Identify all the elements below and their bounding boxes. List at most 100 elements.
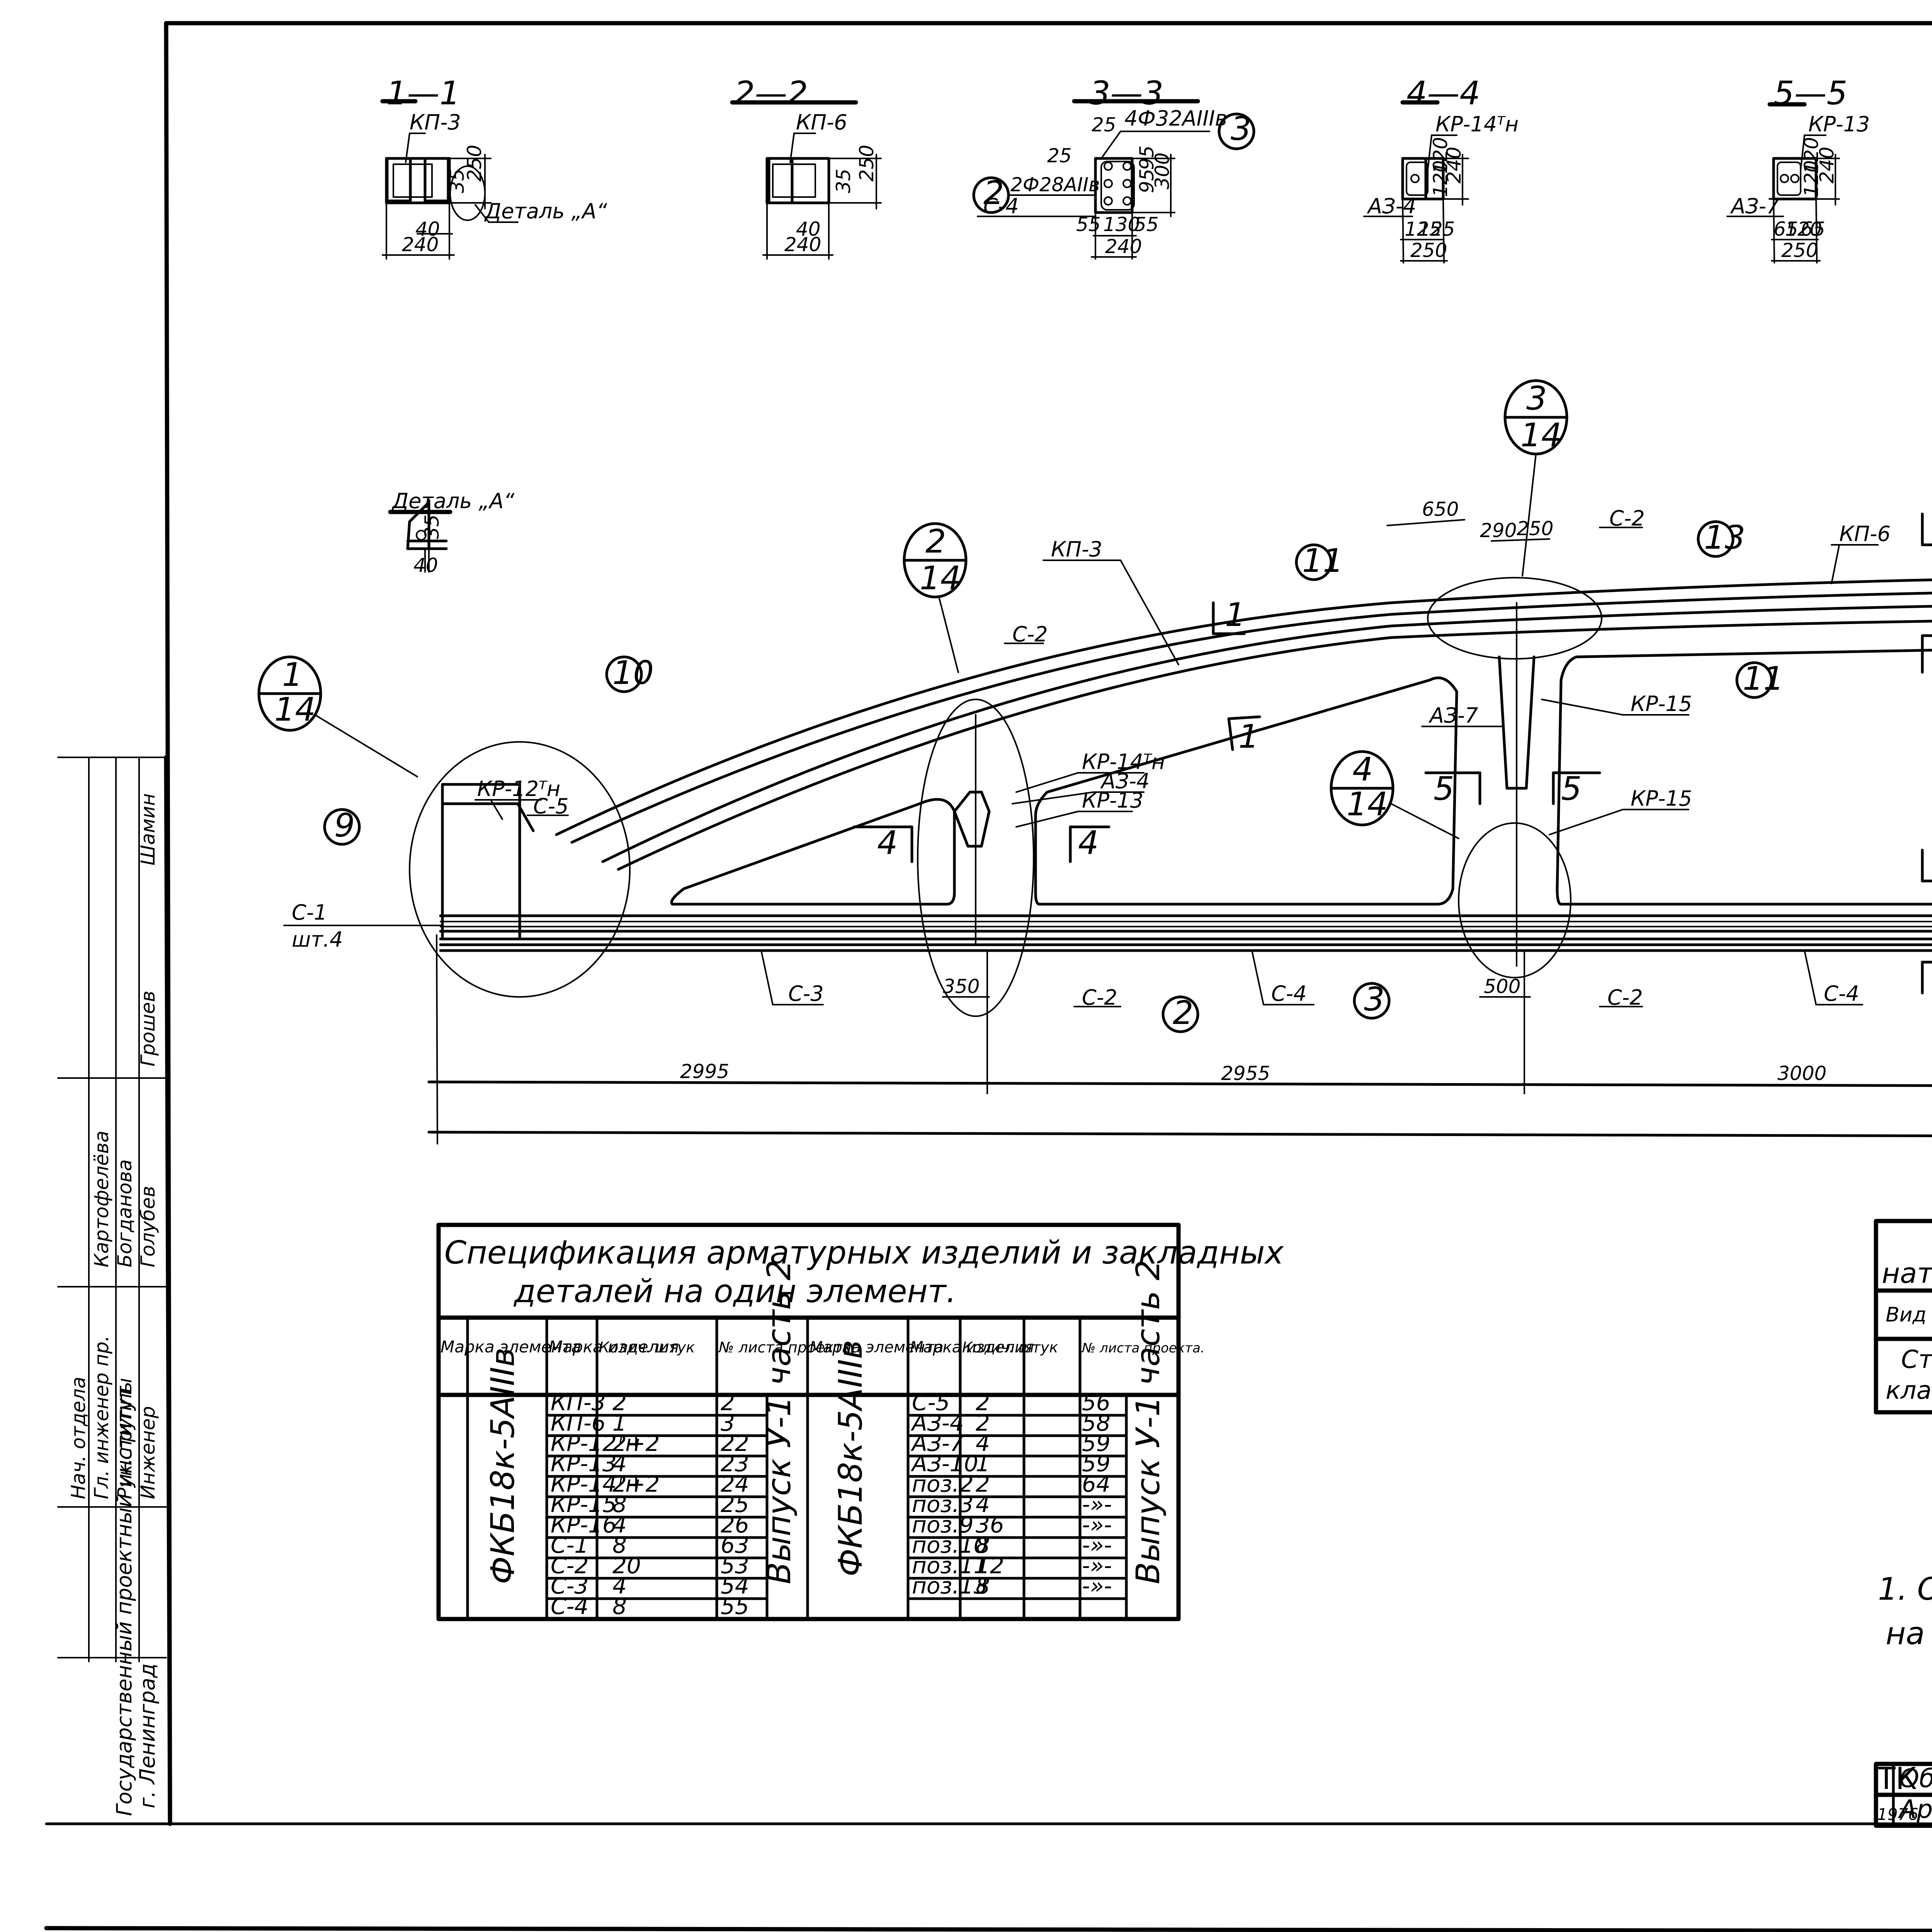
cut-1b: 1: [1227, 715, 1261, 755]
section-leader: КП-6: [796, 110, 847, 134]
marker-top: 1: [282, 656, 303, 694]
note-line2: на листе 7.: [1886, 1616, 1932, 1651]
title-line1: Оболочки размером 18х24м и 18х30м.: [1899, 1764, 1932, 1793]
element-labels: КП-3 КП-6 КР-12ᵀн С-5 С-1 шт.4 С-2 С-2 С…: [283, 506, 1891, 1010]
label-kr13: КР-13: [1082, 788, 1143, 813]
spec-cell-sheet: 2: [721, 1389, 735, 1416]
spec-cell-item: С-2: [551, 1552, 588, 1578]
note-block: Примечание: 1. Опалубочный чертеж ферм с…: [1878, 1571, 1932, 1651]
svg-text:11: 11: [1743, 660, 1784, 697]
stamp-name-3: Картофелёва: [90, 1131, 113, 1267]
cut-5b: 5: [1552, 770, 1601, 808]
spec-cell-item: поз.9: [912, 1512, 974, 1538]
spec-cell-sheet: 55: [721, 1593, 749, 1619]
spec-cell-qty: 4: [612, 1451, 627, 1477]
spec-cell-qty: 8: [976, 1532, 990, 1558]
dim-500: 500: [1484, 975, 1520, 998]
label-c2: С-2: [1607, 985, 1643, 1010]
label-kr15: КР-15: [1631, 692, 1692, 716]
force-title-line2: натяжения напрягаемой арматуры.: [1882, 1257, 1932, 1289]
spec-table: Спецификация арматурных изделий и заклад…: [436, 1223, 1284, 1621]
span-dim: 3000: [1777, 1062, 1827, 1085]
stamp-name-2: Шамин: [137, 793, 159, 866]
svg-text:1: 1: [1238, 718, 1259, 755]
spec-cell-item: поз.10: [912, 1532, 988, 1558]
section-bottom-leader: С-4: [983, 194, 1019, 218]
spec-cell-item: КР-12ᵀн: [551, 1430, 640, 1456]
label-c4: С-4: [1271, 981, 1307, 1006]
dim: 25: [1092, 114, 1116, 136]
side-stamp: г. Ленинград Государственный проектный и…: [57, 755, 172, 1826]
spec-element-mark: ФКБ18к-5АIIIв: [484, 1348, 522, 1584]
spec-cell-qty: 8: [612, 1593, 627, 1619]
spec-header: № листа проекта: [718, 1339, 851, 1356]
spec-cell-item: поз.11: [912, 1552, 988, 1578]
spec-cell-item: АЗ-4: [910, 1410, 964, 1436]
label-c3: С-3: [788, 981, 824, 1006]
stamp-role-2: Гл. инженер пр.: [90, 1335, 113, 1499]
detail-a-note: Деталь „А“: [484, 199, 607, 223]
cut-4a: 4: [852, 824, 913, 863]
force-rebar-type: Стержни: [1901, 1345, 1932, 1374]
section-left-leader: 2Ф28АIIв: [1010, 173, 1100, 196]
spec-header: Марка изделия: [910, 1338, 1034, 1356]
svg-text:13: 13: [1704, 519, 1745, 556]
spec-cell-sheet: 22: [721, 1430, 749, 1456]
section-bottom-leader: АЗ-4: [1367, 194, 1416, 218]
dim-290: 290: [1480, 519, 1517, 542]
local-dims: 650 290 250 350 500 500: [942, 498, 1553, 998]
spec-cell-item: КР-16: [551, 1512, 617, 1538]
spec-cell-sheet: -»-: [1082, 1512, 1112, 1538]
pos-marker-9: 9: [323, 806, 361, 846]
spec-cell-qty: 4: [976, 1430, 990, 1456]
dim-35: 35: [446, 168, 468, 193]
section-2-2: 2—2 КП-6 250 35 240 40: [730, 74, 882, 260]
spec-header: Марка элемента: [810, 1338, 944, 1356]
svg-text:1: 1: [1225, 596, 1245, 634]
label-c4: С-4: [1824, 981, 1859, 1006]
node-circle-3: [1427, 577, 1602, 660]
stamp-role-4: Инженер: [137, 1406, 159, 1499]
stamp-role-3: Рук. группы: [114, 1378, 136, 1499]
spec-cell-qty: 4: [612, 1573, 627, 1599]
title-line2: Армирование ферм ФКБ18к-5АIIIв.: [1898, 1794, 1932, 1824]
spec-cell-sheet: 24: [721, 1471, 749, 1497]
label-c2: С-2: [1609, 506, 1645, 531]
section-width: 250: [1781, 239, 1818, 262]
spec-cell-sheet: 3: [721, 1410, 735, 1436]
spec-cell-item: С-1: [551, 1532, 588, 1558]
label-kr12: КР-12ᵀн: [477, 777, 560, 801]
spec-cell-qty: 36: [976, 1512, 1004, 1538]
svg-text:5: 5: [1434, 770, 1454, 808]
dim: 95: [1136, 145, 1158, 170]
dim: 25: [1047, 145, 1072, 167]
node-circle-1: [409, 741, 631, 998]
spec-cell-item: КР-13: [551, 1451, 617, 1477]
spec-element-mark: ФКБ18к-5АIIIв: [832, 1340, 869, 1577]
dim: 65: [1774, 218, 1798, 240]
section-width: 240: [1105, 235, 1142, 258]
spec-cell-qty: 1: [976, 1451, 990, 1477]
section-height: 240: [1816, 147, 1838, 184]
spec-cell-qty: 2+2: [612, 1471, 660, 1497]
detail-title: Деталь „А“: [391, 489, 515, 513]
label-kr15: КР-15: [1631, 786, 1692, 811]
spec-cell-qty: 2: [976, 1471, 990, 1497]
node-circle-4: [1458, 822, 1571, 978]
svg-text:3: 3: [1364, 980, 1384, 1018]
label-c1: С-1: [292, 900, 327, 925]
section-height: 240: [1443, 147, 1465, 184]
label-az7: АЗ-7: [1429, 703, 1478, 728]
force-header: Вид армирования: [1886, 1303, 1932, 1327]
